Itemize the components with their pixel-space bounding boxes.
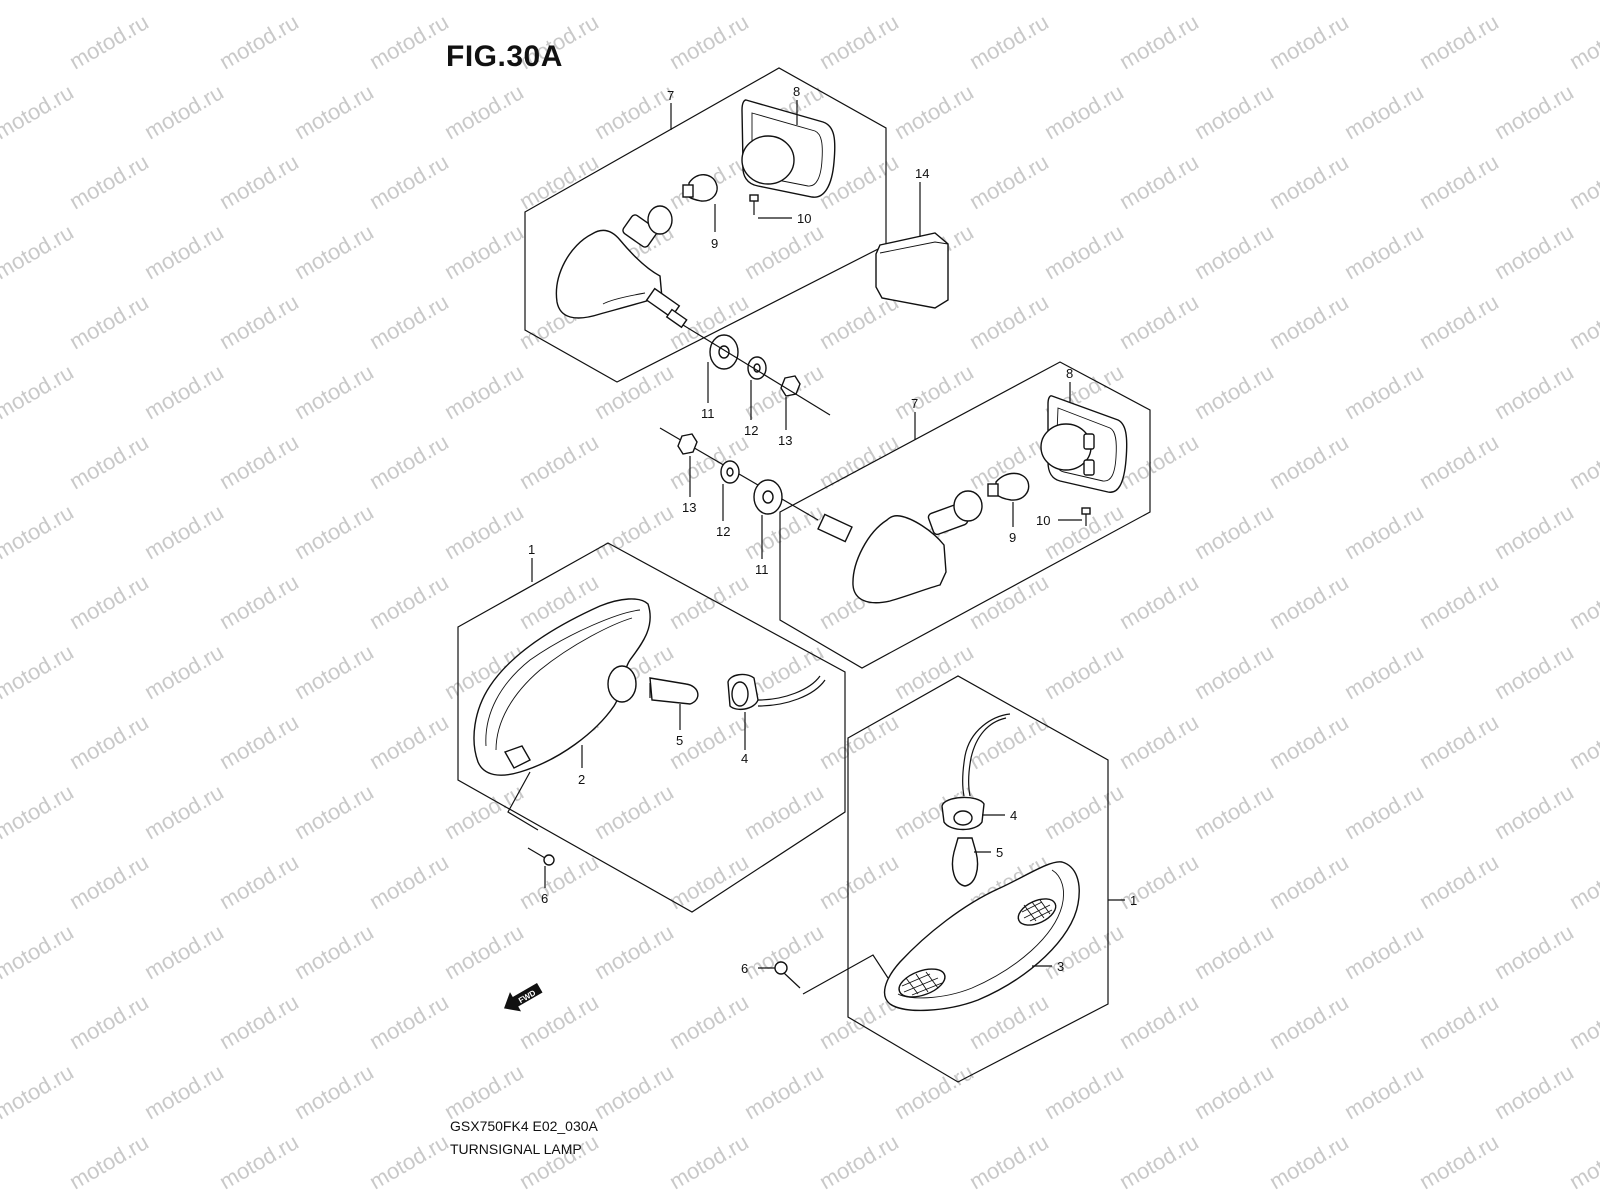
shade-part: 14 (875, 166, 949, 309)
lower-right-bulb (951, 837, 979, 887)
lower-left-assembly: 1 2 5 4 6 (457, 542, 846, 913)
callout-ul-7: 7 (667, 88, 674, 103)
upper-left-assembly-frame (524, 67, 887, 383)
lower-right-screw-shank (783, 972, 801, 989)
upper-right-body (852, 515, 947, 604)
fwd-arrow-icon (504, 982, 543, 1012)
lower-right-assembly-frame (847, 675, 1109, 1083)
callout-lr-1: 1 (1130, 893, 1137, 908)
upper-right-screw-head (1081, 507, 1091, 515)
callout-ur-12: 12 (716, 524, 730, 539)
upper-right-washer-hole (726, 467, 734, 477)
lower-left-housing-rim (485, 609, 641, 747)
lower-left-screw-guide (507, 771, 539, 831)
lower-left-mount-tab (503, 745, 531, 769)
upper-left-stem-thread (665, 308, 688, 329)
callout-lr-4: 4 (1010, 808, 1017, 823)
lower-left-wire-2 (757, 679, 826, 707)
upper-left-socket-flange (647, 205, 673, 235)
upper-right-reflector-top (1083, 433, 1095, 450)
upper-left-lens-dome (741, 135, 795, 185)
upper-left-body-edge (602, 292, 646, 305)
lower-right-lens-rim (897, 869, 1064, 999)
lower-right-socket-hole (953, 810, 973, 826)
upper-right-assembly-frame (779, 361, 1151, 669)
lower-left-bulb (649, 677, 699, 705)
lower-left-socket-flange (731, 681, 749, 707)
upper-right-bulb (995, 472, 1030, 501)
callout-lr-3: 3 (1057, 959, 1064, 974)
upper-right-nut (677, 433, 698, 455)
upper-left-wire (682, 324, 831, 416)
lower-right-reflector-lower (898, 968, 946, 998)
callout-14: 14 (915, 166, 929, 181)
callout-ur-13: 13 (682, 500, 696, 515)
upper-right-stem (817, 513, 853, 543)
callout-ll-4: 4 (741, 751, 748, 766)
lower-left-screw-shank (527, 847, 546, 859)
callout-ll-2: 2 (578, 772, 585, 787)
lower-left-assembly-frame (457, 542, 846, 913)
upper-right-cushion-hole (762, 490, 774, 504)
callout-ul-12: 12 (744, 423, 758, 438)
lower-right-assembly: 4 5 1 3 6 (741, 675, 1137, 1083)
upper-left-nut (780, 375, 801, 397)
lower-right-screw-head (774, 961, 788, 975)
callout-ul-8: 8 (793, 84, 800, 99)
lower-right-wire-2 (968, 717, 1007, 797)
callout-ur-9: 9 (1009, 530, 1016, 545)
upper-left-body (555, 229, 663, 319)
section-name: TURNSIGNAL LAMP (450, 1141, 582, 1157)
upper-left-socket (622, 214, 658, 248)
callout-ur-10: 10 (1036, 513, 1050, 528)
callout-ul-11: 11 (701, 406, 715, 421)
callout-ll-5: 5 (676, 733, 683, 748)
upper-left-screw-head (749, 194, 759, 202)
lower-right-reflector-upper (1017, 898, 1057, 926)
upper-right-reflector-bottom (1083, 459, 1095, 476)
fwd-marker: FWD (504, 982, 543, 1012)
callout-ul-10: 10 (797, 211, 811, 226)
lower-left-housing-socket-hole (607, 665, 637, 703)
callout-ll-1: 1 (528, 542, 535, 557)
callout-lr-6: 6 (741, 961, 748, 976)
lower-right-screw-guide (802, 954, 889, 995)
shade-top-edge (879, 241, 949, 254)
figure-title: FIG.30A (446, 40, 563, 73)
upper-right-assembly: 7 8 9 10 13 12 11 (659, 361, 1151, 669)
upper-right-socket-flange (953, 490, 983, 522)
lower-left-screw-head (543, 854, 555, 866)
shade-body (875, 232, 949, 309)
lower-right-wire (962, 713, 1011, 797)
callout-ur-8: 8 (1066, 366, 1073, 381)
lower-left-housing-rim-inner (495, 617, 633, 751)
lower-right-reflector-upper-hatch (1021, 899, 1053, 922)
model-code: GSX750FK4 E02_030A (450, 1118, 598, 1134)
upper-right-bulb-base (987, 483, 999, 497)
callout-lr-5: 5 (996, 845, 1003, 860)
callout-ur-7: 7 (911, 396, 918, 411)
lower-left-wire (757, 675, 821, 701)
callout-ul-9: 9 (711, 236, 718, 251)
upper-left-bulb-base (682, 184, 694, 198)
callout-ll-6: 6 (541, 891, 548, 906)
callout-ur-11: 11 (755, 562, 769, 577)
upper-left-bulb (688, 174, 718, 202)
callout-ul-13: 13 (778, 433, 792, 448)
lower-right-reflector-lower-hatch (901, 971, 943, 996)
upper-left-assembly: 7 8 9 10 11 12 13 (524, 67, 887, 448)
